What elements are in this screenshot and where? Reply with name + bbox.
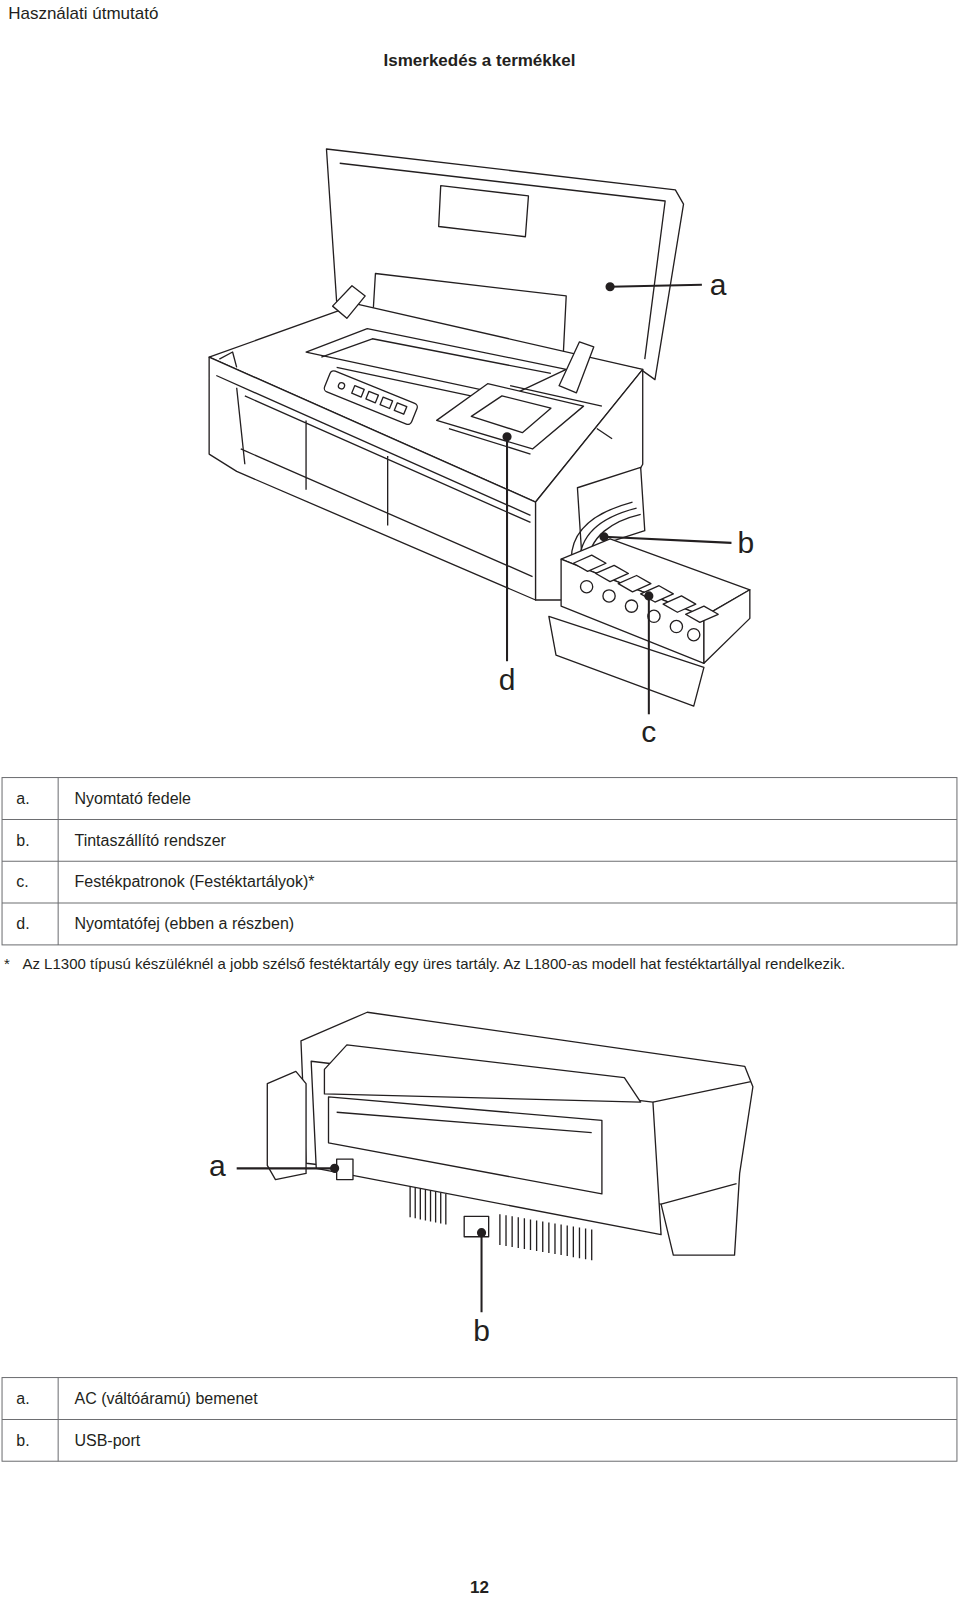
ink-tank-rear xyxy=(267,1071,306,1179)
table-cell: Tintaszállító rendszer xyxy=(74,831,225,850)
callout-letter: d xyxy=(499,662,516,698)
leader-lines xyxy=(237,283,732,1312)
side-edges xyxy=(653,1082,751,1204)
table-cell: Festékpatronok (Festéktartályok)* xyxy=(74,873,314,892)
table-cell: AC (váltóáramú) bemenet xyxy=(74,1389,257,1408)
table-cell: USB-port xyxy=(74,1431,140,1450)
table-cell: c. xyxy=(16,873,28,892)
lid-hinge xyxy=(333,286,366,319)
print-head-bay xyxy=(437,384,584,449)
panel-button xyxy=(394,403,407,414)
panel-button xyxy=(366,391,379,402)
paper-tray xyxy=(306,329,566,396)
page-title: Ismerkedés a termékkel xyxy=(384,51,576,71)
table-cell: a. xyxy=(16,1389,29,1408)
running-header: Használati útmutató xyxy=(8,4,158,24)
callout-letter: b xyxy=(473,1313,490,1349)
tank-unit-end xyxy=(704,590,750,663)
panel-light xyxy=(338,382,346,390)
vents xyxy=(410,1187,592,1260)
callout-letter: a xyxy=(209,1148,226,1184)
ink-tanks xyxy=(573,555,718,641)
control-panel xyxy=(323,370,418,426)
page-number: 12 xyxy=(470,1578,489,1598)
table-cell: Nyomtatófej (ebben a részben) xyxy=(74,915,294,934)
ac-inlet xyxy=(337,1159,353,1179)
printer-body-rear xyxy=(301,1012,753,1255)
rear-slot xyxy=(337,1112,592,1132)
rear-unit xyxy=(329,1097,602,1194)
tank-unit-cover xyxy=(549,616,704,706)
panel-button xyxy=(380,397,393,408)
paper-support xyxy=(324,1045,640,1102)
callout-letter: c xyxy=(641,714,656,750)
footnote: Az L1300 típusú készüléknél a jobb széls… xyxy=(22,955,952,973)
table-cell: b. xyxy=(16,831,29,850)
table-cell: a. xyxy=(16,789,29,808)
callout-letter: b xyxy=(737,525,754,561)
print-head xyxy=(471,396,551,433)
callout-letter: a xyxy=(710,267,727,303)
table-cell: Nyomtató fedele xyxy=(74,789,191,808)
usb-port xyxy=(464,1216,488,1236)
lid-hinge xyxy=(559,342,594,393)
table-cell: d. xyxy=(16,915,29,934)
table-grid xyxy=(2,778,957,1462)
head-rail xyxy=(449,386,602,454)
table-cell: b. xyxy=(16,1431,29,1450)
lid-handle xyxy=(439,186,529,237)
panel-button xyxy=(352,386,365,397)
footnote-mark: * xyxy=(4,955,10,973)
